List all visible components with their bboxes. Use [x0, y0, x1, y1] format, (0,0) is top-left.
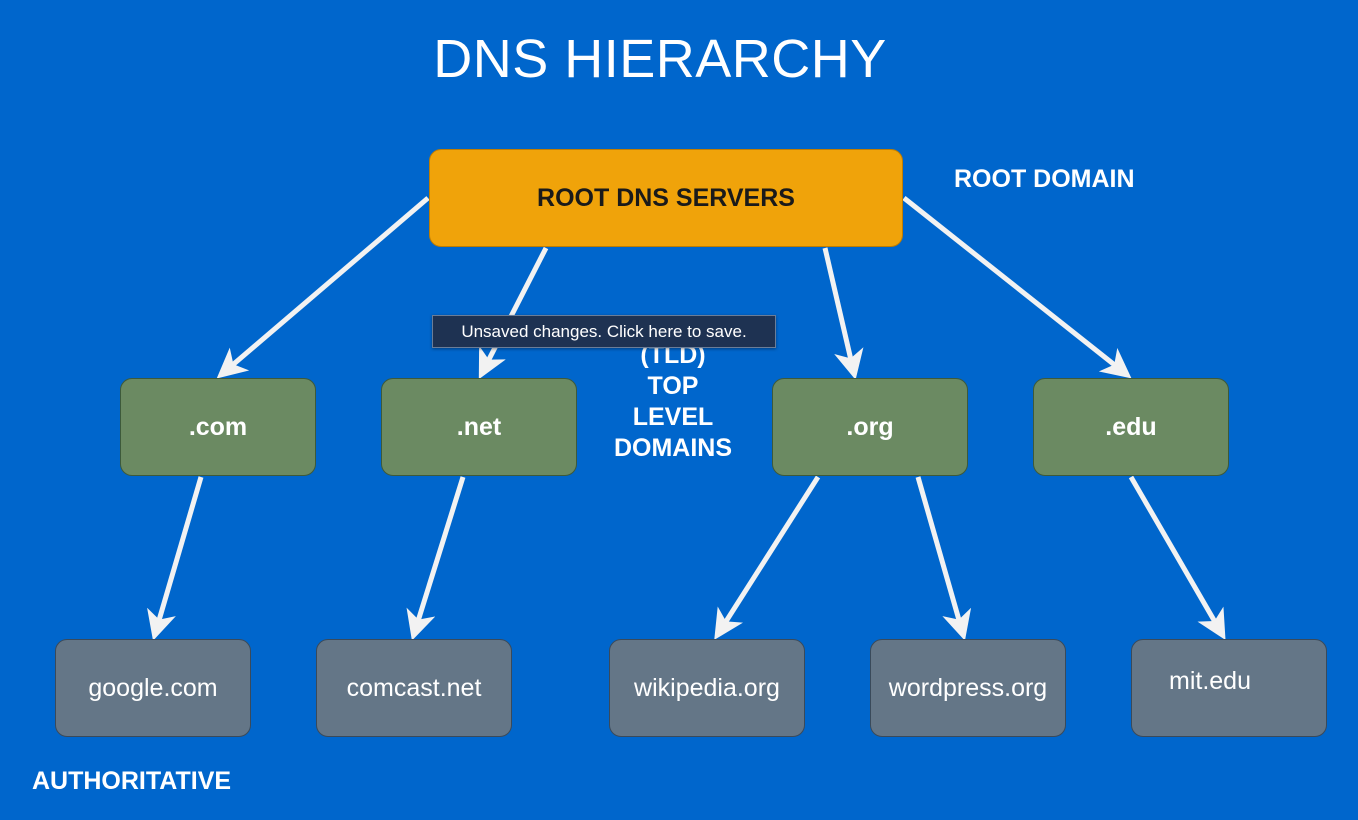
- arrow-root-to-com: [216, 196, 430, 379]
- authoritative-label: AUTHORITATIVE: [32, 767, 232, 795]
- root-dns-servers-node: ROOT DNS SERVERS: [429, 149, 903, 247]
- auth-node-google: google.com: [55, 639, 251, 737]
- auth-node-label: comcast.net: [346, 673, 482, 702]
- tld-node-label: .com: [188, 412, 248, 441]
- auth-node-label: google.com: [88, 673, 218, 702]
- diagram-title: DNS HIERARCHY: [433, 29, 887, 89]
- tld-label-line: TOP: [647, 372, 699, 400]
- auth-node-label: mit.edu: [1169, 667, 1251, 695]
- tld-node-edu: .edu: [1033, 378, 1229, 476]
- arrow-root-to-org: [822, 247, 864, 380]
- tld-node-org: .org: [772, 378, 968, 476]
- tld-label-line: LEVEL: [632, 403, 714, 431]
- tld-node-label: .edu: [1105, 412, 1157, 441]
- tld-label: (TLD) TOP LEVEL DOMAINS: [600, 340, 746, 464]
- arrow-org-to-wordpress: [915, 476, 972, 641]
- tld-node-com: .com: [120, 378, 316, 476]
- tld-node-net: .net: [381, 378, 577, 476]
- tld-node-label: .net: [456, 412, 502, 441]
- auth-node-comcast: comcast.net: [316, 639, 512, 737]
- arrow-com-to-google: [147, 476, 204, 641]
- tld-label-line: DOMAINS: [613, 434, 733, 462]
- auth-node-label: wordpress.org: [888, 673, 1048, 702]
- auth-node-wikipedia: wikipedia.org: [609, 639, 805, 737]
- root-node-label: ROOT DNS SERVERS: [537, 183, 795, 212]
- auth-node-mit: mit.edu: [1131, 639, 1327, 737]
- arrow-edu-to-mit: [1128, 475, 1226, 641]
- arrow-org-to-wikipedia: [714, 475, 821, 640]
- arrow-root-to-net: [478, 246, 549, 380]
- arrow-root-to-edu: [902, 196, 1132, 379]
- auth-node-label: wikipedia.org: [634, 673, 780, 702]
- auth-node-wordpress: wordpress.org: [870, 639, 1066, 737]
- root-domain-label: ROOT DOMAIN: [954, 165, 1135, 193]
- arrow-net-to-comcast: [406, 476, 466, 641]
- unsaved-changes-tooltip[interactable]: Unsaved changes. Click here to save.: [432, 315, 776, 348]
- tld-node-label: .org: [846, 412, 894, 441]
